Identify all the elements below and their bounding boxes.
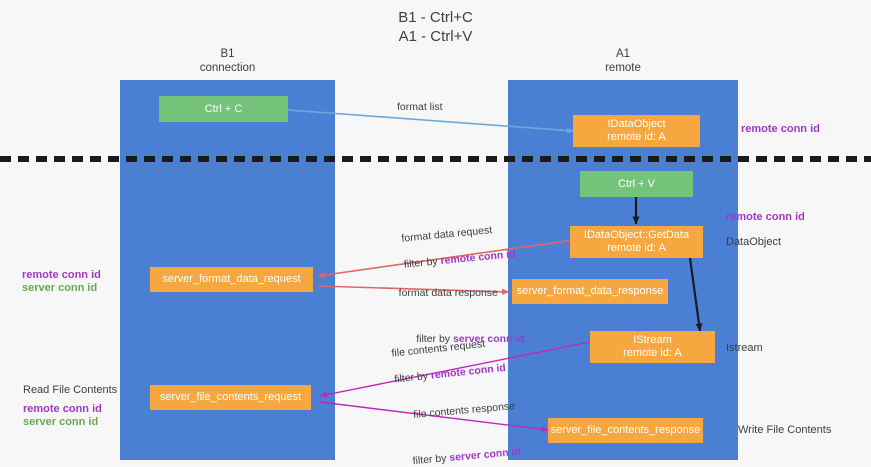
node-ctrl-c[interactable]: Ctrl + C bbox=[159, 96, 288, 122]
page-title: B1 - Ctrl+C A1 - Ctrl+V bbox=[398, 9, 473, 45]
node-get-data[interactable]: IDataObject::GetData remote id: A bbox=[570, 226, 703, 258]
annotation-left-remote-conn-id-mid: remote conn id bbox=[22, 269, 101, 281]
annotation-write-file-contents: Write File Contents bbox=[738, 424, 832, 436]
node-data-object[interactable]: IDataObject remote id: A bbox=[573, 115, 700, 147]
node-server-format-data-response[interactable]: server_format_data_response bbox=[512, 279, 668, 304]
node-istream[interactable]: IStream remote id: A bbox=[590, 331, 715, 363]
node-server-file-contents-request[interactable]: server_file_contents_request bbox=[150, 385, 311, 410]
lane-header-b1: B1 connection bbox=[199, 48, 256, 74]
edge-label-format-data-response-filter-key: server conn id bbox=[452, 333, 525, 345]
node-server-file-contents-response[interactable]: server_file_contents_response bbox=[548, 418, 703, 443]
edge-label-format-data-response-filter-prefix: filter by bbox=[416, 333, 453, 345]
edge-label-file-contents-request-filter-prefix: filter by bbox=[393, 369, 432, 386]
annotation-istream: Istream bbox=[726, 342, 763, 354]
edge-label-file-contents-request-line1: file contents request bbox=[390, 337, 486, 360]
annotation-left-remote-conn-id-bottom: remote conn id bbox=[23, 403, 102, 415]
annotation-left-server-conn-id-bottom: server conn id bbox=[23, 416, 99, 428]
annotation-remote-conn-id-top: remote conn id bbox=[741, 123, 820, 135]
node-ctrl-v[interactable]: Ctrl + V bbox=[580, 171, 693, 197]
edge-label-format-list: format list bbox=[397, 101, 443, 113]
annotation-read-file-contents: Read File Contents bbox=[23, 384, 118, 396]
edge-label-file-contents-response-filter-prefix: filter by bbox=[412, 452, 450, 467]
annotation-left-server-conn-id-mid: server conn id bbox=[22, 282, 98, 294]
edge-label-file-contents-response-line1: file contents response bbox=[412, 400, 516, 421]
annotation-remote-conn-id-mid: remote conn id bbox=[726, 211, 805, 223]
edge-label-format-data-request-line1: format data request bbox=[400, 224, 493, 245]
edge-label-format-data-request-filter-key: remote conn id bbox=[439, 247, 517, 268]
lane-header-a1: A1 remote bbox=[605, 48, 641, 74]
edge-label-file-contents-response-filter-key: server conn id bbox=[448, 445, 522, 464]
annotation-data-object: DataObject bbox=[726, 236, 782, 248]
edge-label-file-contents-response: file contents response filter by server … bbox=[378, 387, 524, 467]
edge-label-file-contents-request-filter-key: remote conn id bbox=[430, 361, 507, 382]
edge-label-format-data-request-filter-prefix: filter by bbox=[403, 255, 442, 271]
edge-label-format-data-response: format data response filter by server co… bbox=[387, 274, 525, 372]
edge-label-format-data-response-line1: format data response bbox=[398, 287, 498, 299]
node-server-format-data-request[interactable]: server_format_data_request bbox=[150, 267, 313, 292]
